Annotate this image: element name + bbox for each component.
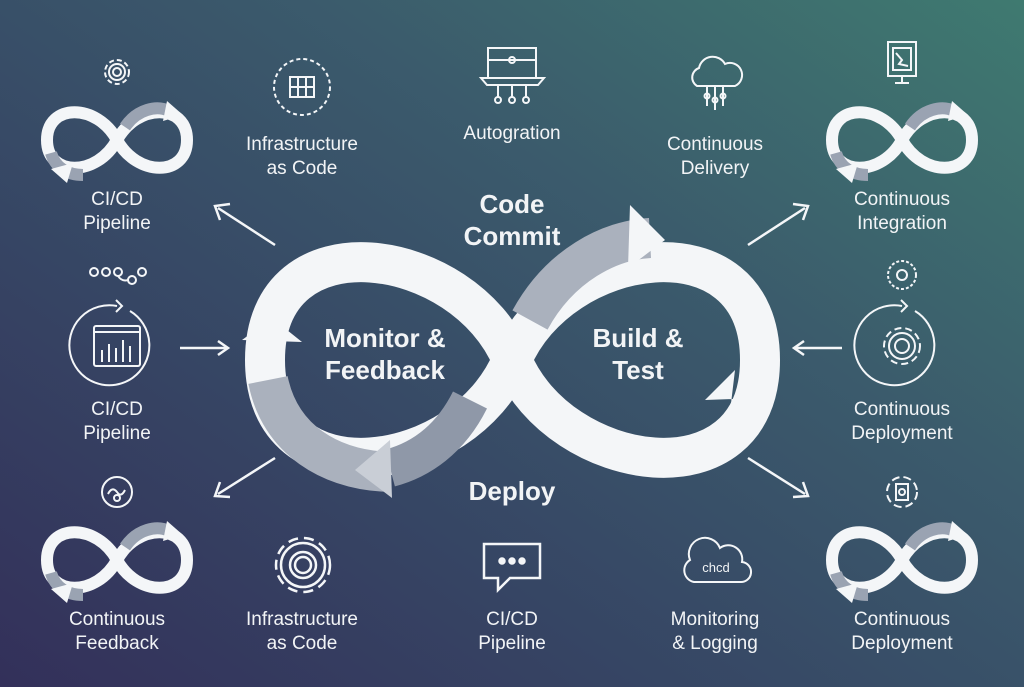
gear-icon	[104, 59, 130, 85]
item-cicd-pipeline-top-left: CI/CD Pipeline	[83, 188, 151, 236]
infinity-icon	[822, 515, 982, 605]
chat-bubble-icon	[482, 542, 542, 594]
sun-gear-icon	[887, 260, 917, 290]
item-label: Continuous	[853, 609, 951, 630]
stage-label: Test	[612, 355, 664, 385]
gear-icon	[274, 536, 332, 594]
cloud-icon: chcd	[680, 536, 752, 586]
item-label: Feedback	[75, 633, 159, 654]
stage-label: Code	[479, 189, 545, 219]
item-label: Monitoring	[670, 609, 760, 630]
stage-label: Build &	[592, 323, 684, 353]
arrow-icon	[747, 456, 810, 499]
stage-label: Monitor &	[324, 323, 446, 353]
gauge-icon	[101, 476, 133, 508]
item-label: CI/CD	[91, 399, 143, 420]
server-grid-icon	[273, 58, 331, 116]
stage-deploy: Deploy	[468, 476, 556, 506]
item-label: Infrastructure	[246, 134, 358, 155]
item-label: Autogration	[463, 123, 561, 144]
arrowhead	[355, 440, 392, 498]
item-label: Delivery	[680, 158, 750, 179]
item-cicd-pipeline-middle-left: CI/CD Pipeline	[83, 398, 151, 446]
network-device-icon	[478, 47, 547, 104]
monitor-icon	[887, 41, 917, 84]
item-label: Deployment	[851, 423, 953, 444]
item-infrastructure-as-code-top: Infrastructure as Code	[246, 133, 358, 181]
item-label: Pipeline	[478, 633, 546, 654]
item-label: CI/CD	[91, 189, 143, 210]
arrow-icon	[180, 339, 231, 357]
item-cicd-pipeline-bottom: CI/CD Pipeline	[478, 608, 546, 656]
arrowhead	[242, 318, 302, 342]
cloud-text: chcd	[702, 560, 730, 575]
item-label: Integration	[857, 213, 947, 234]
dashboard-chart-icon	[68, 299, 151, 387]
item-label: Continuous	[853, 189, 951, 210]
item-label: as Code	[266, 158, 338, 179]
arrow-icon	[791, 339, 842, 357]
stage-monitor-feedback: Monitor &Feedback	[324, 322, 445, 386]
item-label: Deployment	[851, 633, 953, 654]
infinity-icon	[822, 95, 982, 185]
item-label: Continuous	[666, 134, 764, 155]
item-label: Continuous	[68, 609, 166, 630]
item-label: Infrastructure	[246, 609, 358, 630]
item-infrastructure-as-code-bottom: Infrastructure as Code	[246, 608, 358, 656]
gear-cycle-icon	[853, 299, 936, 387]
stage-label: Commit	[463, 221, 561, 251]
item-monitoring-logging: Monitoring & Logging	[671, 608, 760, 656]
arrow-icon	[213, 456, 276, 499]
item-label: Continuous	[853, 399, 951, 420]
cloud-network-icon	[691, 55, 744, 110]
stage-label: Feedback	[325, 355, 445, 385]
infinity-icon	[37, 95, 197, 185]
item-label: Pipeline	[83, 423, 151, 444]
arrow-icon	[747, 202, 810, 247]
item-autogration: Autogration	[463, 122, 560, 146]
arrowhead	[628, 205, 665, 268]
stage-build-test: Build &Test	[593, 322, 684, 386]
arrowhead	[705, 370, 760, 412]
item-label: Pipeline	[83, 213, 151, 234]
workflow-nodes-icon	[89, 267, 147, 285]
infinity-icon	[37, 515, 197, 605]
arrow-icon	[213, 202, 276, 247]
deploy-icon	[886, 476, 918, 508]
item-label: & Logging	[672, 633, 758, 654]
item-label: CI/CD	[486, 609, 538, 630]
item-label: as Code	[266, 633, 338, 654]
